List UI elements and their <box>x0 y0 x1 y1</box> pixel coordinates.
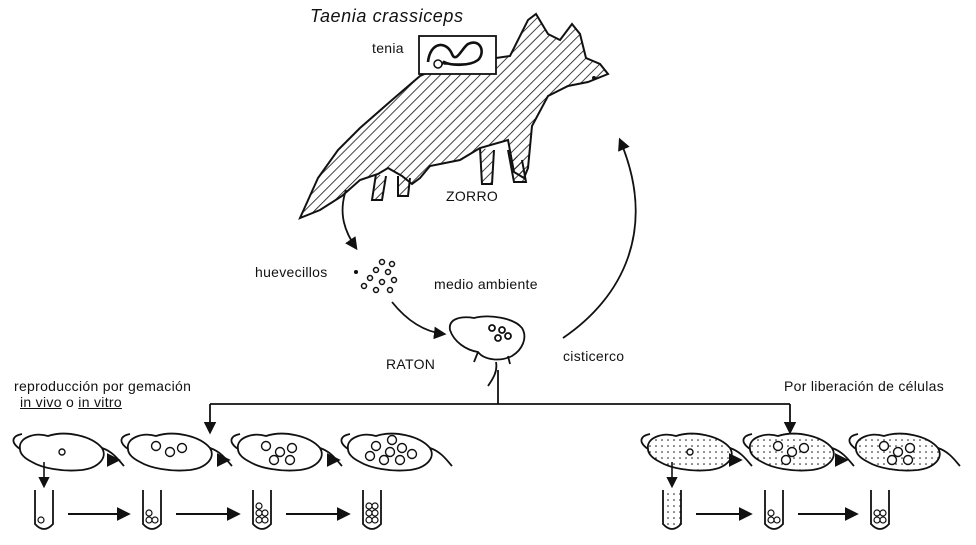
cyst <box>386 448 395 457</box>
tube-cyst <box>880 510 886 516</box>
in-vitro-text: in vitro <box>78 394 122 410</box>
cell-release-sequence <box>641 434 960 529</box>
test-tube-3 <box>871 490 889 529</box>
test-tube-1 <box>35 490 53 529</box>
medio-ambiente-label: medio ambiente <box>434 276 538 292</box>
tube-cyst <box>372 503 378 509</box>
tube-cyst <box>874 510 880 516</box>
cycle-arrow-mouse-to-fox <box>563 140 636 338</box>
test-tube-4 <box>363 490 381 529</box>
mouse-stage-1 <box>13 434 124 471</box>
tube-cyst <box>38 517 44 523</box>
cyst <box>800 444 809 453</box>
tube-cyst <box>256 503 262 509</box>
cyst <box>288 444 297 453</box>
test-tube-1 <box>663 490 681 529</box>
cyst <box>398 444 407 453</box>
tube-cyst <box>146 517 152 523</box>
fox-eye <box>592 76 596 80</box>
mouse-stage-2 <box>121 434 232 471</box>
cyst <box>904 456 913 465</box>
cyst <box>888 456 897 465</box>
branch-connector <box>210 370 790 432</box>
in-vivo-text: in vivo <box>20 394 62 410</box>
cyst <box>152 442 161 451</box>
cyst <box>372 442 381 451</box>
tube-cyst <box>768 517 774 523</box>
mouse-stage-3 <box>849 434 960 471</box>
mouse-stage-3 <box>231 434 342 471</box>
cyst <box>178 444 187 453</box>
gemacion-caption-line2: in vivo o in vitro <box>20 394 122 410</box>
cyst <box>687 449 693 455</box>
cyst <box>270 456 279 465</box>
cyst <box>906 444 915 453</box>
test-tube-3 <box>253 490 271 529</box>
tube-cyst <box>768 510 774 516</box>
tube-cyst <box>262 517 268 523</box>
cyst <box>396 456 405 465</box>
test-tube-2 <box>765 490 783 529</box>
cyst <box>788 448 797 457</box>
tube-cyst <box>262 510 268 516</box>
cyst <box>59 449 65 455</box>
tapeworm-inset <box>419 36 496 74</box>
tube-cyst <box>874 517 880 523</box>
raton-label: RATON <box>386 356 435 372</box>
cyst <box>408 450 417 459</box>
tube-cyst <box>372 517 378 523</box>
cyst <box>276 448 285 457</box>
cycle-arrow-eggs-to-mouse <box>392 302 444 334</box>
cycle-arrow-fox-to-eggs <box>343 190 356 248</box>
tenia-label: tenia <box>372 40 404 56</box>
tube-cyst <box>256 517 262 523</box>
tube-cyst <box>366 517 372 523</box>
tube-cyst <box>880 517 886 523</box>
cyst <box>380 456 389 465</box>
o-text: o <box>66 394 74 410</box>
cyst <box>894 448 903 457</box>
liberacion-caption: Por liberación de células <box>784 378 944 394</box>
tube-cyst <box>774 517 780 523</box>
cisticerco-label: cisticerco <box>563 348 624 364</box>
test-tube-2 <box>143 490 161 529</box>
tube-cyst <box>366 510 372 516</box>
cyst <box>880 442 889 451</box>
gemation-sequence <box>13 434 452 529</box>
huevecillos-label: huevecillos <box>255 264 328 280</box>
eggs-cluster <box>355 260 397 293</box>
central-mouse <box>450 316 525 386</box>
mouse-stage-2 <box>743 434 854 471</box>
tube-cyst <box>146 510 152 516</box>
zorro-label: ZORRO <box>446 188 498 204</box>
cyst <box>166 448 175 457</box>
tube-cyst <box>152 517 158 523</box>
cyst <box>262 442 271 451</box>
cyst <box>286 456 295 465</box>
mouse-stage-1 <box>641 434 752 471</box>
gemacion-caption-line1: reproducción por gemación <box>14 378 191 394</box>
cyst <box>782 456 791 465</box>
tube-cyst <box>366 503 372 509</box>
diagram-title: Taenia crassiceps <box>310 6 464 27</box>
cyst <box>366 452 375 461</box>
tube-cyst <box>256 510 262 516</box>
tube-cyst <box>372 510 378 516</box>
cyst <box>774 442 783 451</box>
cyst <box>388 436 397 445</box>
